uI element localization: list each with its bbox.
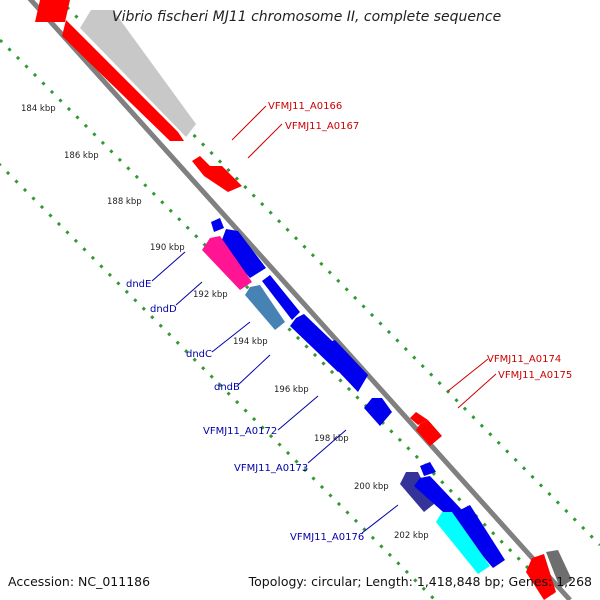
gene-steel [245, 285, 285, 330]
tick-label: 196 kbp [274, 385, 309, 395]
leader-line [457, 373, 497, 409]
gene-red [526, 554, 556, 600]
topology-text: Topology: circular; Length: 1,418,848 bp… [248, 574, 592, 589]
gene-labels-red: VFMJ11_A0166 VFMJ11_A0167 VFMJ11_A0174 V… [268, 101, 572, 381]
gene-red [416, 420, 442, 446]
gene-label: VFMJ11_A0173 [234, 463, 308, 474]
gene-labels-blue: dndE dndD dndC dndB VFMJ11_A0172 VFMJ11_… [126, 279, 364, 543]
gene-gray-dark [546, 550, 572, 588]
gene-label: VFMJ11_A0176 [290, 532, 364, 543]
leader-line [247, 123, 283, 159]
gene-label: VFMJ11_A0166 [268, 101, 342, 112]
tick-label: 190 kbp [150, 243, 185, 253]
gene-navy [400, 472, 434, 512]
tick-label: 202 kbp [394, 531, 429, 541]
gene-blue [364, 398, 392, 426]
leader-line [175, 281, 203, 306]
leader-line [237, 354, 271, 386]
gene-label: VFMJ11_A0172 [203, 426, 277, 437]
ticks: 184 kbp 186 kbp 188 kbp 190 kbp 192 kbp … [21, 104, 429, 541]
gene-label: VFMJ11_A0175 [498, 370, 572, 381]
gene-blue [420, 462, 436, 476]
tick-label: 186 kbp [64, 151, 99, 161]
gene-blue [414, 476, 462, 520]
tick-label: 194 kbp [233, 337, 268, 347]
leader-line [211, 321, 251, 353]
gene-red [204, 166, 242, 192]
leader-line [151, 251, 186, 282]
gene-blue [220, 229, 266, 278]
tick-label: 188 kbp [107, 197, 142, 207]
leader-line [231, 105, 267, 141]
leader-line [447, 358, 489, 392]
gene-blue [262, 275, 300, 320]
gene-blue [452, 505, 505, 568]
tick-label: 198 kbp [314, 434, 349, 444]
gc-track-inner [0, 162, 437, 600]
gene-magenta [202, 236, 252, 290]
leader-line [361, 504, 399, 534]
gene-red [35, 0, 70, 22]
gene-label: dndB [214, 382, 240, 393]
gene-label: dndE [126, 279, 151, 290]
leader-line [277, 395, 319, 431]
backbone [27, 0, 572, 600]
gene-label: VFMJ11_A0174 [487, 354, 561, 365]
gene-cyan [436, 512, 490, 574]
leader-line [307, 429, 347, 464]
tick-label: 184 kbp [21, 104, 56, 114]
gene-blue [211, 218, 224, 232]
gene-label: dndC [186, 349, 212, 360]
accession-text: Accession: NC_011186 [8, 574, 151, 589]
gene-gray [80, 10, 196, 137]
features [35, 0, 572, 600]
tick-label: 200 kbp [354, 482, 389, 492]
gene-label: dndD [150, 304, 177, 315]
gene-red [62, 20, 184, 141]
gene-blue [320, 340, 368, 392]
gene-red [410, 412, 428, 425]
map-title: Vibrio fischeri MJ11 chromosome II, comp… [112, 9, 502, 25]
leader-lines [151, 105, 497, 534]
tick-label: 192 kbp [193, 290, 228, 300]
gene-label: VFMJ11_A0167 [285, 121, 359, 132]
